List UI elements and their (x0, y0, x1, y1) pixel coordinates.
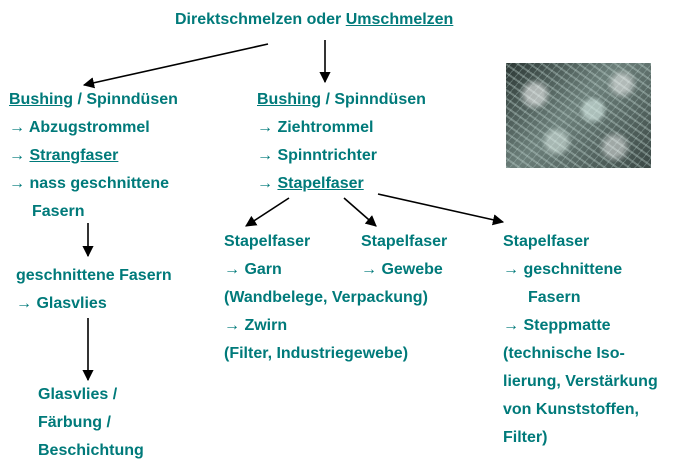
branch-a-line-2: (Wandbelege, Verpackung) (224, 289, 428, 306)
top-heading: Direktschmelzen oder Umschmelzen (175, 10, 453, 30)
left-line-3: → Strangfaser (9, 147, 119, 164)
branch-c-line-2: Fasern (528, 289, 581, 306)
branch-c-line-7: Filter) (503, 429, 548, 446)
top-heading-text: Direktschmelzen oder (175, 11, 346, 28)
middle-line-3: → Spinntrichter (257, 147, 378, 164)
branch-c-line-3: → Steppmatte (503, 317, 611, 334)
middle-line-4: → Stapelfaser (257, 175, 364, 192)
branch-c-line-6: von Kunststoffen, (503, 401, 639, 418)
left-line-4: → nass geschnittene (9, 175, 170, 192)
middle-bushing-link[interactable]: Bushing (257, 91, 321, 108)
branch-b-line-1: → Gewebe (361, 261, 443, 278)
arrow-top-to-left (82, 43, 269, 89)
finish-line-2: Färbung / (38, 414, 111, 431)
left-line-5: Fasern (32, 203, 85, 220)
finish-line-1: Glasvlies / (38, 386, 118, 403)
arrow-stapel-to-b (343, 197, 377, 227)
left-bushing-line: Bushing / Spinndüsen (9, 91, 178, 108)
branch-a-line-3: → Zwirn (224, 317, 288, 334)
glasvlies-line-1: geschnittene Fasern (16, 267, 172, 284)
finish-line-3: Beschichtung (38, 442, 144, 459)
glass-fiber-photo (506, 63, 651, 168)
branch-a-line-1: → Garn (224, 261, 282, 278)
arrow-stapel-to-c (377, 193, 505, 226)
branch-c-line-1: → geschnittene (503, 261, 623, 278)
middle-line-2: → Ziehtrommel (257, 119, 374, 136)
strangfaser-link[interactable]: Strangfaser (29, 147, 119, 164)
branch-a-title: Stapelfaser (224, 233, 311, 250)
branch-a-line-4: (Filter, Industriegewebe) (224, 345, 409, 362)
branch-c-line-4: (technische Iso- (503, 345, 625, 362)
arrow-stapel-to-a (245, 197, 290, 227)
stapelfaser-link[interactable]: Stapelfaser (277, 175, 364, 192)
branch-c-title: Stapelfaser (503, 233, 590, 250)
umschmelzen-link[interactable]: Umschmelzen (345, 11, 454, 28)
branch-c-line-5: lierung, Verstärkung (503, 373, 658, 390)
left-bushing-link[interactable]: Bushing (9, 91, 73, 108)
middle-bushing-line: Bushing / Spinndüsen (257, 91, 426, 108)
branch-b-title: Stapelfaser (361, 233, 448, 250)
glasvlies-line-2: → Glasvlies (16, 295, 107, 312)
left-line-2: → Abzugstrommel (9, 119, 150, 136)
